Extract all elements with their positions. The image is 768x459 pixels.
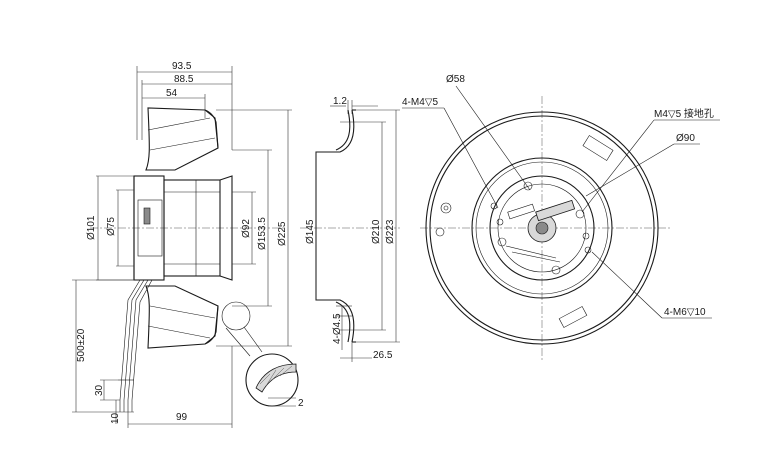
outer-ring xyxy=(425,111,659,345)
hub-screw xyxy=(497,237,507,247)
dim-d75: Ø75 xyxy=(106,217,117,236)
dim-93-5: 93.5 xyxy=(172,61,192,72)
dim-10: 10 xyxy=(110,412,121,424)
dim-d92: Ø92 xyxy=(241,219,252,238)
dim-d210: Ø210 xyxy=(371,219,382,244)
dim-d223: Ø223 xyxy=(385,219,396,244)
mount-hole xyxy=(440,202,452,214)
ring-label-top xyxy=(582,135,614,161)
dim-99: 99 xyxy=(176,412,188,423)
ring-label-bottom xyxy=(558,306,588,328)
dim-30: 30 xyxy=(94,384,105,396)
dim-4-d4-5: 4-Ø4.5 xyxy=(332,313,343,344)
hub-screw xyxy=(584,246,592,254)
hub-logo-plate xyxy=(535,199,576,222)
section-view: 1.2 Ø145 Ø210 Ø223 4-Ø4.5 26.5 xyxy=(300,96,400,362)
side-view: 93.5 88.5 54 Ø101 Ø75 xyxy=(72,61,304,428)
inner-ring xyxy=(471,157,613,299)
motor-hub xyxy=(489,175,595,281)
dim-d153-5: Ø153.5 xyxy=(257,217,268,250)
dim-88-5: 88.5 xyxy=(174,74,194,85)
motor-body xyxy=(163,179,221,277)
front-view: Ø58 4-M4▽5 M4▽5 接地孔 Ø90 4-M6▽10 xyxy=(402,74,720,360)
hub-screw xyxy=(523,181,533,191)
dim-54: 54 xyxy=(166,88,178,99)
dim-d145: Ø145 xyxy=(305,219,316,244)
dim-26-5: 26.5 xyxy=(373,350,393,361)
callout-4-m6: 4-M6▽10 xyxy=(664,307,706,318)
mount-hole xyxy=(435,227,445,237)
callout-d90: Ø90 xyxy=(676,133,695,144)
dim-2: 2 xyxy=(298,398,304,409)
hub-screw xyxy=(551,265,561,275)
dim-d225: Ø225 xyxy=(277,221,288,246)
detail-marker-circle xyxy=(221,301,251,331)
callout-4-m4: 4-M4▽5 xyxy=(402,97,438,108)
callout-m4-ground: M4▽5 接地孔 xyxy=(654,107,714,120)
callout-d58: Ø58 xyxy=(446,74,465,85)
dim-1-2: 1.2 xyxy=(333,96,347,107)
dim-500: 500±20 xyxy=(76,328,87,362)
hub-screw xyxy=(575,209,585,219)
dim-d101: Ø101 xyxy=(86,215,97,240)
